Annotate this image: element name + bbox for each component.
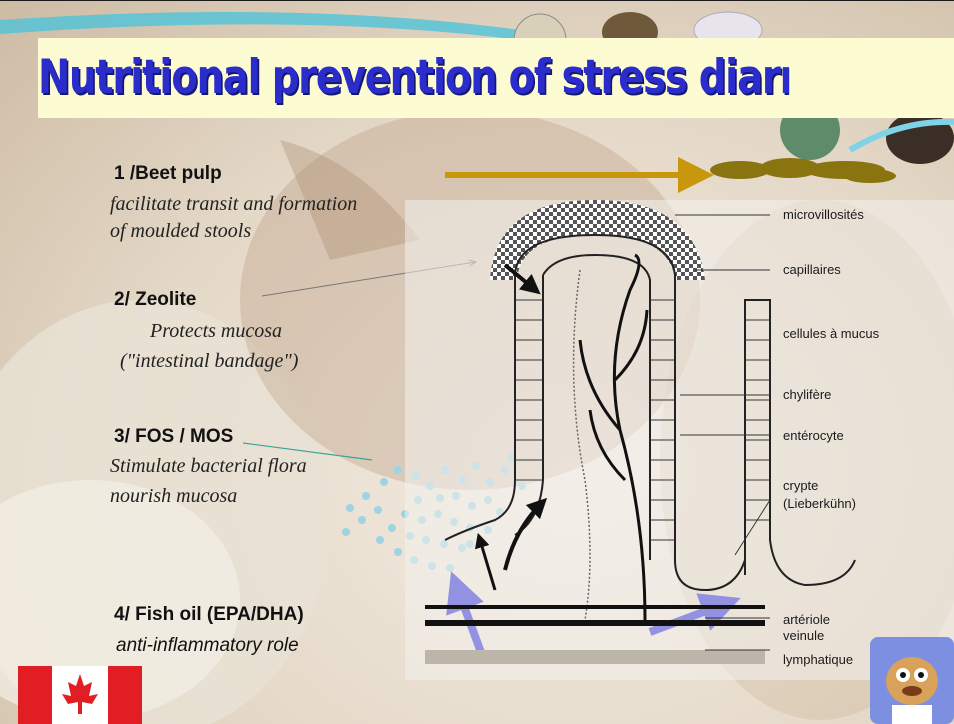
- label-arteriole: artériole: [783, 612, 830, 627]
- label-crypte: crypte: [783, 478, 818, 493]
- label-cellules-mucus: cellules à mucus: [783, 326, 880, 341]
- label-lymphatique: lymphatique: [783, 652, 853, 667]
- label-veinule: veinule: [783, 628, 824, 643]
- label-chylifere: chylifère: [783, 387, 831, 402]
- canada-flag-icon: [18, 666, 142, 724]
- label-microvillosites: microvillosités: [783, 207, 864, 222]
- label-enterocyte: entérocyte: [783, 428, 844, 443]
- villus-diagram: microvillosités capillaires cellules à m…: [405, 180, 954, 680]
- cartoon-mascot-icon: [870, 637, 954, 724]
- label-lieberkuhn: (Lieberkühn): [783, 496, 856, 511]
- label-capillaires: capillaires: [783, 262, 841, 277]
- fos-mos-pointer-line: [243, 443, 372, 460]
